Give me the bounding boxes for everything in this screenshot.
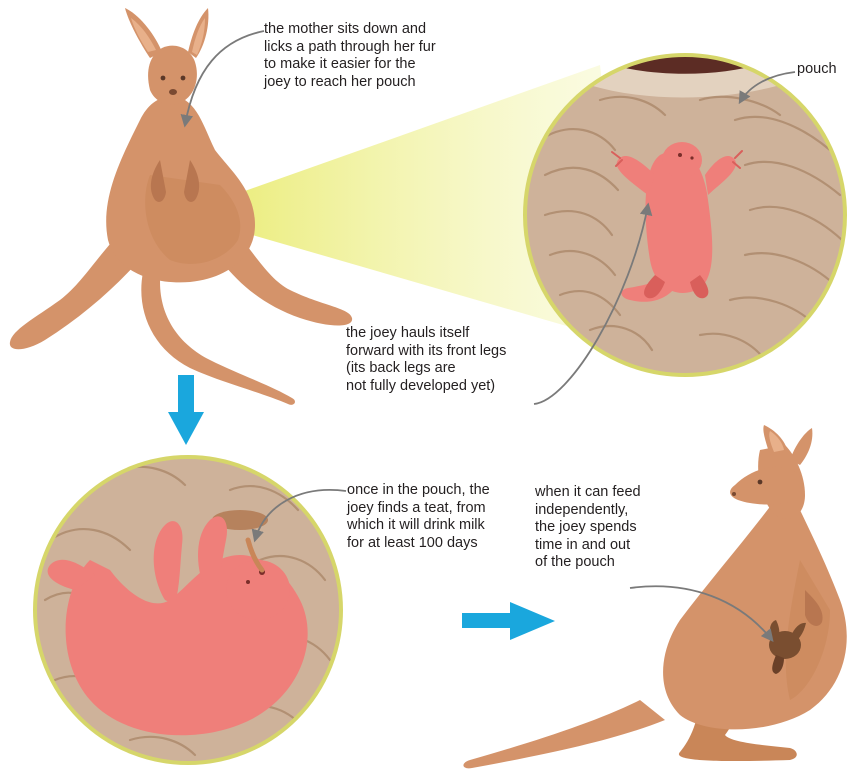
down-arrow [168,375,204,445]
teat-zoom-circle [35,457,341,763]
label-mother-licks-path: the mother sits down and licks a path th… [264,21,504,91]
label-joey-feeds-independently: when it can feed independently, the joey… [535,484,715,572]
label-joey-hauls-itself: the joey hauls itself forward with its f… [346,325,566,395]
label-pouch: pouch [797,61,837,79]
right-arrow [462,602,555,640]
grown-kangaroo [463,425,846,768]
label-joey-finds-teat: once in the pouch, the joey finds a teat… [347,482,547,552]
